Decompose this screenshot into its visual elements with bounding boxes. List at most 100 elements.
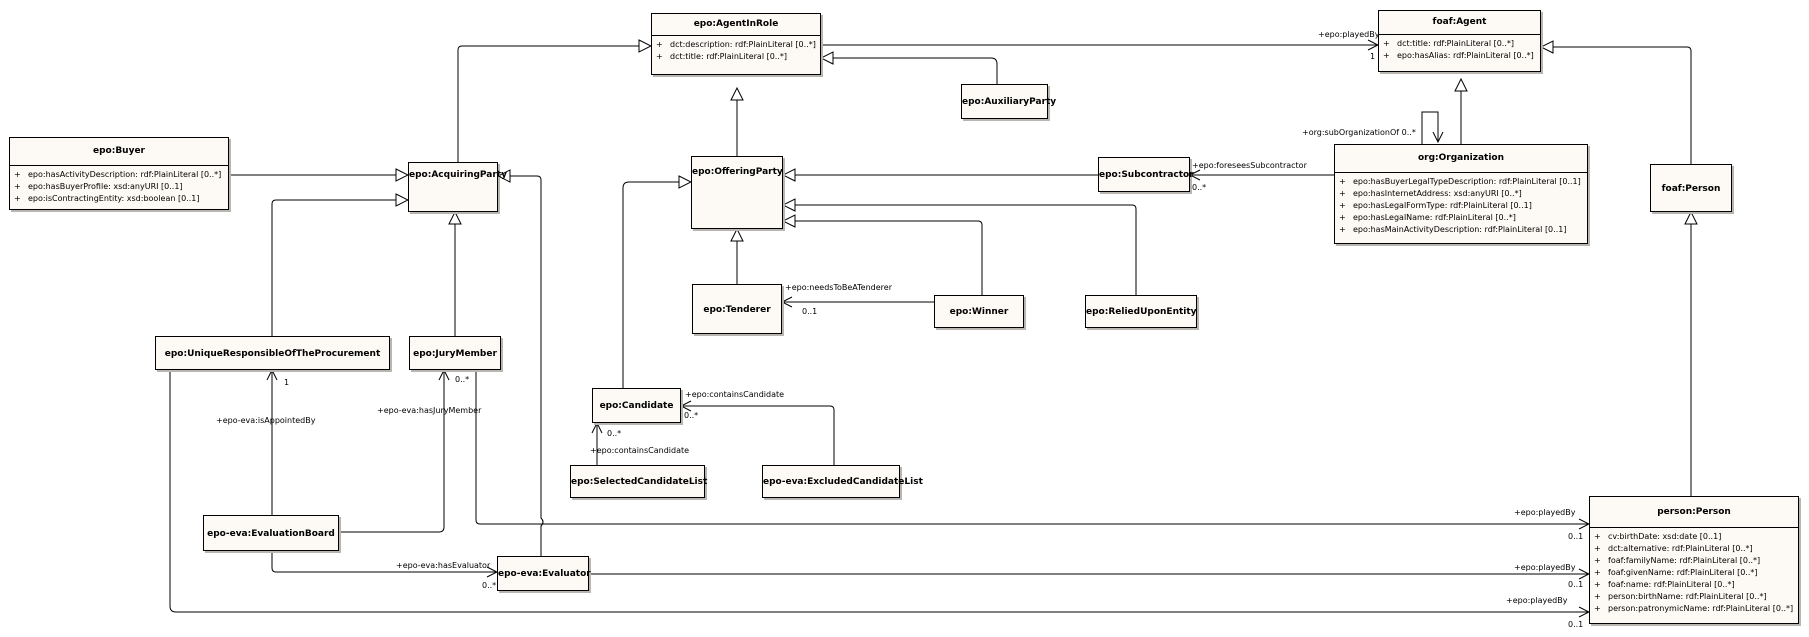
attribute: +epo:hasMainActivityDescription: rdf:Pla… (1339, 225, 1567, 234)
attribute: +epo:hasInternetAddress: xsd:anyURI [0..… (1339, 189, 1522, 198)
class-name: epo:Buyer (92, 146, 145, 156)
class-winner[interactable]: epo:Winner (934, 295, 1024, 328)
attribute: +epo:hasAlias: rdf:PlainLiteral [0..*] (1383, 51, 1534, 60)
role-label-foreseessubcontractor: +epo:foreseesSubcontractor (1192, 161, 1307, 170)
class-evaluator[interactable]: epo-eva:Evaluator (497, 556, 591, 591)
multiplicity-tenderer: 0..1 (802, 307, 818, 316)
class-name: person:Person (1657, 507, 1731, 517)
class-excluded-candidate-list[interactable]: epo-eva:ExcludedCandidateList (762, 465, 923, 498)
attribute-list: +epo:hasBuyerLegalTypeDescription: rdf:P… (1335, 172, 1587, 238)
generalization-evaluator-acquiringparty (498, 176, 544, 556)
multiplicity-unique: 1 (284, 378, 290, 387)
attribute: +foaf:name: rdf:PlainLiteral [0..*] (1594, 580, 1735, 589)
class-candidate[interactable]: epo:Candidate (592, 388, 681, 423)
generalization-unique-acquiringparty (271, 200, 408, 336)
role-label-playedby-jury: +epo:playedBy (1514, 508, 1576, 517)
attribute: +foaf:givenName: rdf:PlainLiteral [0..*] (1594, 568, 1758, 577)
attribute: +epo:hasLegalFormType: rdf:PlainLiteral … (1339, 201, 1532, 210)
class-name: epo:Winner (949, 307, 1009, 317)
class-jurymember[interactable]: epo:JuryMember (409, 336, 501, 370)
generalization-winner-offeringparty (783, 221, 983, 295)
attribute: +person:patronymicName: rdf:PlainLiteral… (1594, 604, 1794, 613)
attribute-list: +epo:hasActivityDescription: rdf:PlainLi… (10, 165, 228, 207)
class-tenderer[interactable]: epo:Tenderer (692, 284, 782, 334)
generalization-acquiringparty-agentinrole (457, 46, 651, 162)
class-name: epo:Tenderer (703, 305, 771, 315)
role-label-needstobeatenderer: +epo:needsToBeATenderer (785, 283, 892, 292)
class-name: foaf:Person (1661, 184, 1721, 194)
class-auxiliaryparty[interactable]: epo:AuxiliaryParty (961, 84, 1057, 119)
attribute: +dct:title: rdf:PlainLiteral [0..*] (1383, 39, 1514, 48)
role-label-containscandidate-selected: +epo:containsCandidate (590, 446, 690, 455)
role-label-playedby-evaluator: +epo:playedBy (1514, 563, 1576, 572)
class-name: foaf:Agent (1432, 17, 1487, 27)
role-label-hasjurymember: +epo-eva:hasJuryMember (377, 406, 482, 415)
association-hasevaluator (271, 551, 497, 572)
class-selected-candidate-list[interactable]: epo:SelectedCandidateList (570, 465, 708, 498)
multiplicity-evaluator: 0..* (482, 581, 497, 590)
generalization-reliedupon-offeringparty (783, 205, 1137, 295)
role-label-isappointedby: +epo-eva:isAppointedBy (216, 416, 316, 425)
multiplicity-candidate-excluded: 0..* (684, 411, 699, 420)
multiplicity-person-jury: 0..1 (1568, 532, 1584, 541)
class-name: epo-eva:ExcludedCandidateList (763, 477, 923, 487)
attribute: +dct:description: rdf:PlainLiteral [0..*… (656, 40, 816, 49)
attribute: +epo:hasActivityDescription: rdf:PlainLi… (14, 170, 222, 179)
class-unique-responsible[interactable]: epo:UniqueResponsibleOfTheProcurement (155, 336, 390, 370)
association-hasjurymember (339, 370, 444, 533)
class-name: epo:AuxiliaryParty (962, 97, 1057, 107)
class-evaluation-board[interactable]: epo-eva:EvaluationBoard (203, 515, 339, 551)
attribute: +dct:alternative: rdf:PlainLiteral [0..*… (1594, 544, 1753, 553)
attribute: +epo:hasBuyerProfile: xsd:anyURI [0..1] (14, 182, 183, 191)
class-name: epo:SelectedCandidateList (571, 477, 708, 487)
class-acquiringparty[interactable]: epo:AcquiringParty (408, 162, 507, 212)
class-person-person[interactable]: person:Person +cv:birthDate: xsd:date [0… (1589, 496, 1799, 624)
class-name: epo:Candidate (599, 401, 674, 411)
multiplicity-person-evaluator: 0..1 (1568, 580, 1584, 589)
multiplicity-person-unique: 0..1 (1568, 620, 1584, 629)
role-label-hasevaluator: +epo-eva:hasEvaluator (396, 561, 491, 570)
class-name: epo:ReliedUponEntity (1086, 307, 1197, 317)
class-reliedupon-entity[interactable]: epo:ReliedUponEntity (1085, 295, 1197, 328)
class-organization[interactable]: org:Organization +epo:hasBuyerLegalTypeD… (1334, 144, 1588, 244)
class-name: epo-eva:Evaluator (498, 569, 591, 579)
class-name: epo-eva:EvaluationBoard (207, 529, 335, 539)
attribute-list: +dct:title: rdf:PlainLiteral [0..*] +epo… (1379, 34, 1540, 64)
attribute: +foaf:familyName: rdf:PlainLiteral [0..*… (1594, 556, 1761, 565)
multiplicity-jurymember: 0..* (455, 375, 470, 384)
attribute-list: +cv:birthDate: xsd:date [0..1] +dct:alte… (1590, 527, 1798, 617)
association-unique-playedby (169, 370, 1589, 612)
multiplicity-candidate-selected: 0..* (607, 429, 622, 438)
attribute: +epo:isContractingEntity: xsd:boolean [0… (14, 194, 200, 203)
class-name: epo:AcquiringParty (409, 170, 507, 180)
class-name: epo:OfferingParty (692, 167, 783, 177)
attribute: +epo:hasLegalName: rdf:PlainLiteral [0..… (1339, 213, 1516, 222)
attribute: +epo:hasBuyerLegalTypeDescription: rdf:P… (1339, 177, 1581, 186)
generalization-candidate-offeringparty (622, 182, 691, 388)
class-name: epo:UniqueResponsibleOfTheProcurement (164, 349, 381, 359)
association-excluded-containscandidate (681, 406, 835, 465)
association-jurymember-playedby (475, 370, 1589, 524)
class-agentinrole[interactable]: epo:AgentInRole +dct:description: rdf:Pl… (651, 13, 821, 75)
role-label-playedby-unique: +epo:playedBy (1506, 596, 1568, 605)
multiplicity-subcontractor: 0..* (1192, 183, 1207, 192)
generalization-person-agent (1541, 47, 1692, 164)
attribute: +dct:title: rdf:PlainLiteral [0..*] (656, 52, 787, 61)
class-foaf-agent[interactable]: foaf:Agent +dct:title: rdf:PlainLiteral … (1378, 10, 1541, 72)
class-name: epo:JuryMember (413, 349, 497, 359)
class-name: org:Organization (1417, 153, 1505, 163)
class-name: epo:Subcontractor (1099, 170, 1194, 180)
attribute: +person:birthName: rdf:PlainLiteral [0..… (1594, 592, 1767, 601)
class-subcontractor[interactable]: epo:Subcontractor (1098, 157, 1194, 192)
role-label-suborganizationof: +org:subOrganizationOf 0..* (1302, 128, 1416, 137)
role-label-containscandidate-excluded: +epo:containsCandidate (685, 390, 785, 399)
association-suborganizationof (1421, 111, 1438, 144)
attribute-list: +dct:description: rdf:PlainLiteral [0..*… (652, 35, 820, 65)
class-buyer[interactable]: epo:Buyer +epo:hasActivityDescription: r… (9, 137, 229, 210)
attribute: +cv:birthDate: xsd:date [0..1] (1594, 532, 1722, 541)
class-foaf-person[interactable]: foaf:Person (1650, 164, 1732, 212)
multiplicity-agent: 1 (1370, 52, 1376, 61)
class-offeringparty[interactable]: epo:OfferingParty (691, 156, 783, 229)
role-label-playedby-agent: +epo:playedBy (1318, 30, 1380, 39)
